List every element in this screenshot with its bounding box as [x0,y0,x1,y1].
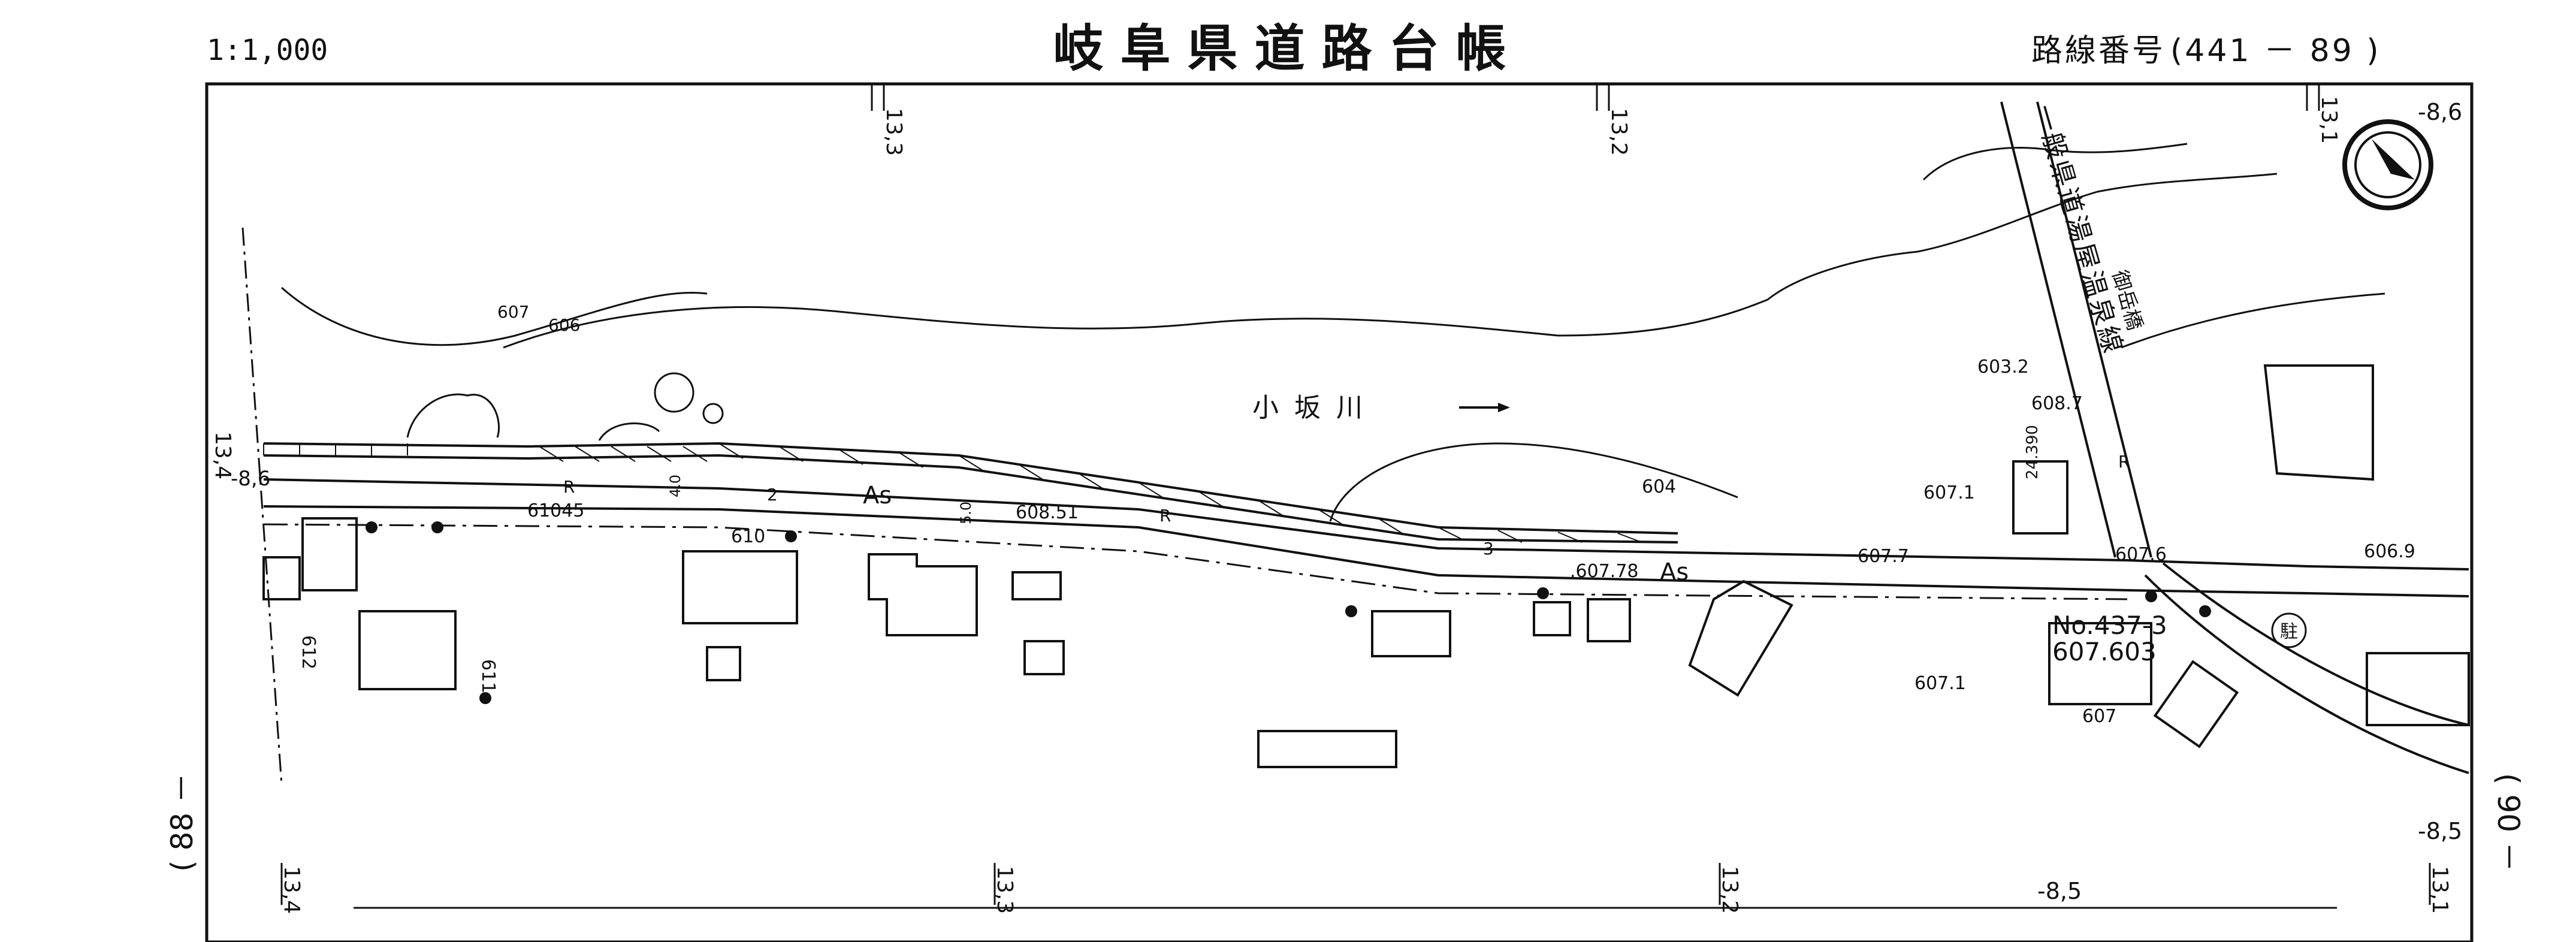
station-ticks-top [871,84,2320,111]
width-marker: 24.390 [2024,425,2042,479]
spot-elevation-6087: 608.7 [2031,393,2083,414]
river-flow-arrow-icon [1459,403,1510,412]
station-top-1: 13,3 [881,108,906,156]
route-number-label: 路線番号 [2031,33,2166,69]
spot-elevation-6071a: 607.1 [1923,482,1975,503]
page-title: 岐阜県道路台帳 [1053,19,1523,78]
crossing-road [2000,101,2469,774]
spot-elevation-6076: 607.6 [2115,544,2167,565]
map-scale: 1:1,000 [207,34,328,67]
clearance-marker-2: 5.0 [958,502,974,524]
curve-marker-2: R [1159,506,1171,526]
crossing-road-name: 一般県道湯屋温泉線 [2028,101,2128,358]
contour-label-604: 604 [1642,476,1676,497]
spot-elevation-6032: 603.2 [1977,357,2029,378]
parking-label: 駐 [2280,621,2298,642]
station-bottom-2: 13,3 [992,866,1017,914]
spot-elevation-60851: 608.51 [1016,502,1079,523]
offset-top-right: -8,6 [2418,99,2462,125]
contour-label-607b: 607 [2082,706,2116,727]
curve-marker-3: R [2118,452,2130,472]
spot-elevation-6069: 606.9 [2364,541,2415,562]
spot-elevation-6071b: 607.1 [1914,673,1966,694]
curve-marker-1: R [563,477,575,497]
section-number-2: 2 [767,485,778,505]
benchmark-number: No.437-3 [2052,611,2167,640]
station-left-edge: 13,4 [210,431,235,479]
station-ticks-bottom [280,863,2431,909]
contour-label-607: 607 [497,302,529,322]
contour-label-606: 606 [548,315,580,335]
route-number: 路線番号(441 － 89 ) [2031,25,2386,70]
river-name: 小坂川 [1252,393,1378,423]
surface-label-left: As [863,482,892,509]
spot-elevation-61045: 61045 [527,500,584,521]
section-number-3: 3 [1483,539,1494,558]
contour-label-612: 612 [298,635,319,669]
parking-circle-icon [2271,612,2307,648]
route-number-value: (441 － 89 ) [2170,33,2381,69]
river-guard-revetment [263,442,1678,544]
station-top-3: 13,1 [2317,96,2341,144]
buildings [262,364,2470,768]
contour-label-611: 611 [478,659,499,693]
station-top-2: 13,2 [1606,108,1631,156]
spot-elevation-60778: .607.78 [1570,561,1639,582]
station-bottom-3: 13,2 [1717,866,1742,914]
north-arrow-icon [2342,119,2433,210]
main-road [263,478,2469,600]
map-frame [205,82,2474,942]
station-bottom-4: 13,1 [2427,866,2452,914]
offset-bottom-center: -8,5 [2037,878,2082,904]
adjacent-sheet-right: ( 90 － [2491,773,2526,872]
utility-poles [366,521,2211,704]
vegetation-shapes [406,372,1738,522]
offset-bottom-right: -8,5 [2418,818,2462,844]
surface-label-right: As [1660,558,1689,586]
benchmark-elevation: 607.603 [2052,637,2157,666]
station-bottom-1: 13,4 [279,866,304,914]
boundary-line-left [241,227,283,786]
clearance-marker-1: 4.0 [667,475,684,497]
spot-elevation-6077: 607.7 [1858,546,1909,567]
spot-elevation-610: 610 [731,526,765,547]
